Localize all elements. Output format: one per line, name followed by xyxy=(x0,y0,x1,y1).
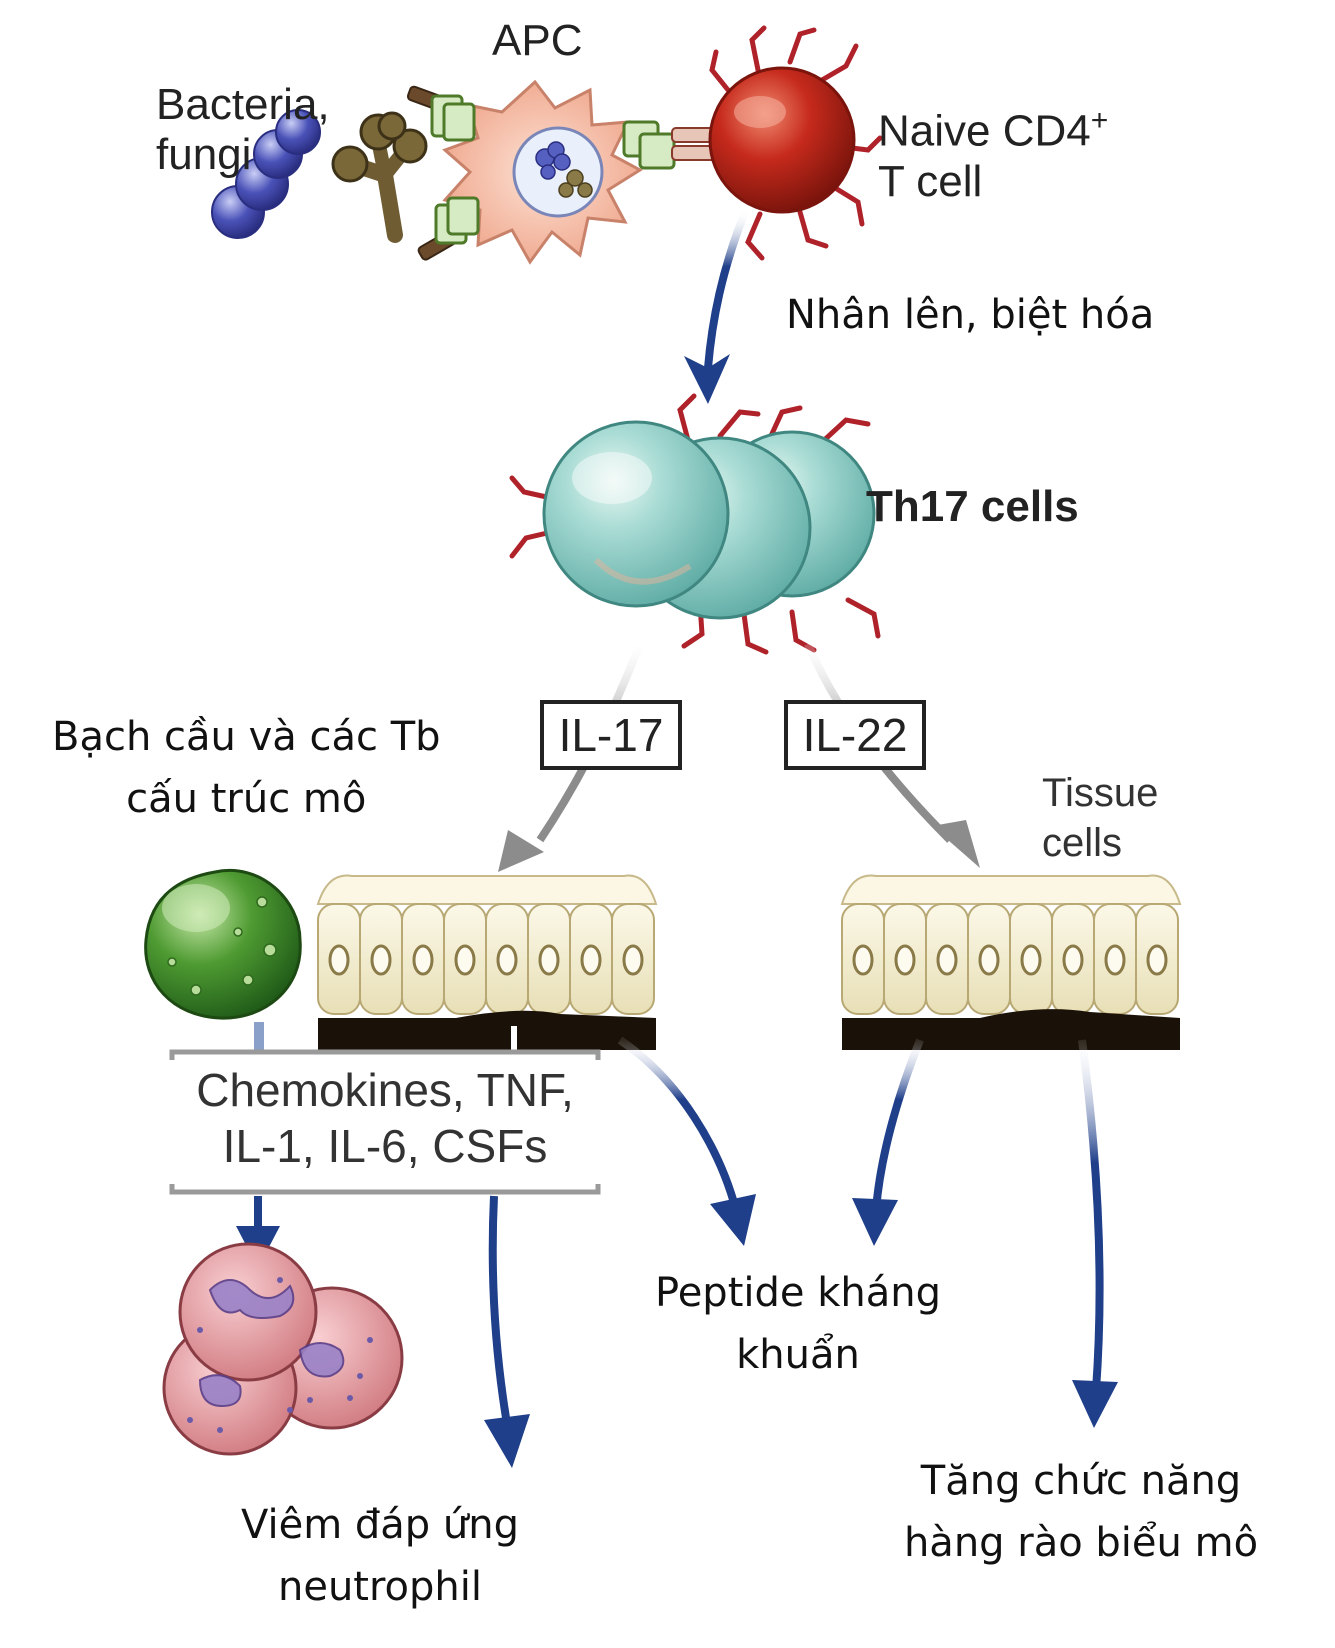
apc-label: APC xyxy=(492,16,583,65)
tissue-cells-label: Tissue cells xyxy=(1042,768,1158,868)
barrier-label: Tăng chức năng hàng rào biểu mô xyxy=(896,1450,1266,1574)
naive-label-sup: + xyxy=(1090,104,1109,137)
leukocyte-label: Bạch cầu và các Tb cấu trúc mô xyxy=(52,706,441,830)
proliferate-label: Nhân lên, biệt hóa xyxy=(786,292,1155,338)
barrier-label-line1: Tăng chức năng xyxy=(920,1458,1242,1504)
leukocyte-cell xyxy=(144,868,302,1054)
naive-t-cell-label: Naive CD4+ T cell xyxy=(878,96,1108,207)
fungi xyxy=(331,111,428,243)
mhc-receptor-left-top xyxy=(406,85,476,142)
arrow-left-epi-to-peptide xyxy=(617,1036,756,1246)
barrier-label-line2: hàng rào biểu mô xyxy=(903,1520,1259,1566)
peptide-label: Peptide kháng khuẩn xyxy=(648,1262,948,1386)
inflammation-label: Viêm đáp ứng neutrophil xyxy=(220,1494,540,1618)
epithelium-right xyxy=(840,874,1182,1050)
naive-label-line1: Naive CD4 xyxy=(878,106,1091,156)
neutrophil-cluster xyxy=(162,1242,404,1456)
epithelium-left xyxy=(316,874,658,1050)
peptide-label-line1: Peptide kháng xyxy=(655,1270,941,1316)
tissue-label-line1: Tissue xyxy=(1042,771,1159,815)
th17-label: Th17 cells xyxy=(866,482,1079,531)
il17-box: IL-17 xyxy=(540,700,682,770)
mhc-tcr-synapse xyxy=(622,120,719,170)
mediators-bracket xyxy=(169,1049,601,1195)
leukocyte-label-line1: Bạch cầu và các Tb xyxy=(52,714,441,760)
th17-cell-cluster xyxy=(509,393,881,655)
bacteria-label: Bacteria, fungi xyxy=(156,80,330,180)
mediators-label-line1: Chemokines, TNF, xyxy=(196,1064,574,1116)
mhc-receptor-left-bottom xyxy=(417,196,480,261)
leukocyte-label-line2: cấu trúc mô xyxy=(126,776,367,822)
arrow-to-barrier xyxy=(1072,1039,1118,1428)
peptide-label-line2: khuẩn xyxy=(736,1332,860,1378)
inflammation-label-line2: neutrophil xyxy=(277,1564,482,1610)
naive-t-cell xyxy=(708,25,883,261)
naive-label-line2: T cell xyxy=(878,156,983,206)
mediators-label-line2: IL-1, IL-6, CSFs xyxy=(222,1120,548,1172)
il22-box: IL-22 xyxy=(784,700,926,770)
apc-cell xyxy=(442,79,643,265)
bacteria-label-line1: Bacteria, xyxy=(156,80,330,129)
tissue-label-line2: cells xyxy=(1042,821,1123,865)
bacteria-chain xyxy=(211,109,321,239)
inflammation-label-line1: Viêm đáp ứng xyxy=(241,1502,519,1548)
mediators-label: Chemokines, TNF, IL-1, IL-6, CSFs xyxy=(172,1062,598,1174)
bacteria-label-line2: fungi xyxy=(156,130,252,179)
arrow-proliferate xyxy=(684,210,749,404)
arrow-right-epi-to-peptide xyxy=(852,1038,924,1246)
arrow-to-inflammation xyxy=(484,1195,530,1468)
